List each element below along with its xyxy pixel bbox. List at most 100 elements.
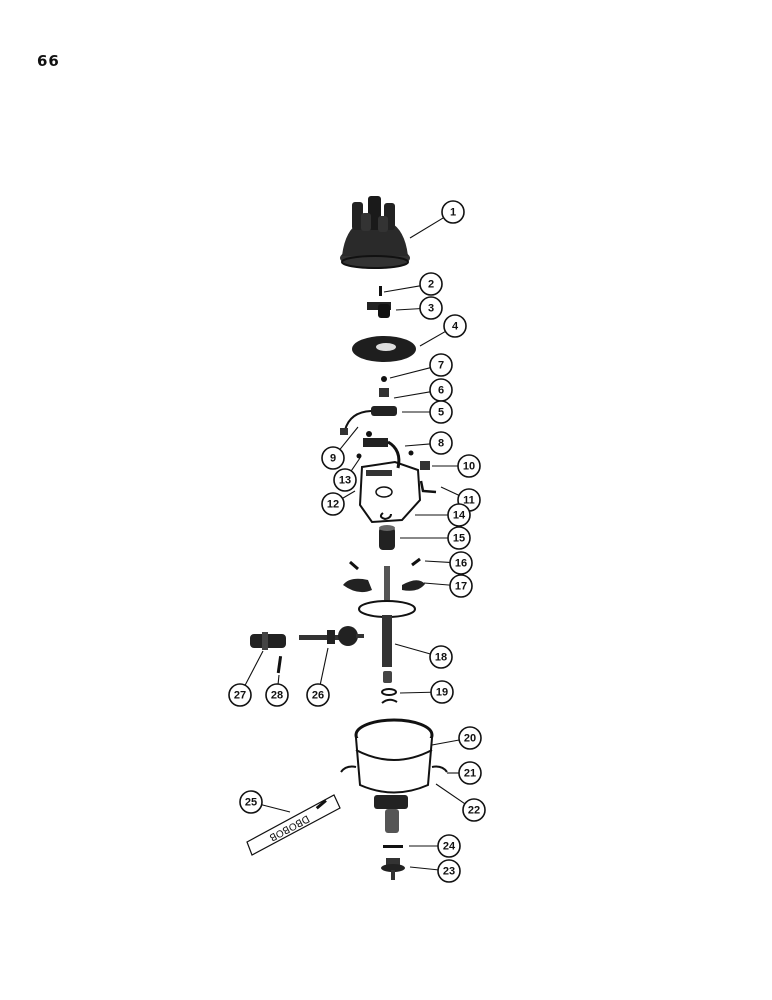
part-fitting — [250, 632, 286, 650]
callout-23: 23 — [437, 859, 461, 883]
callout-19: 19 — [430, 680, 454, 704]
svg-text:8: 8 — [438, 438, 444, 450]
callout-14: 14 — [447, 503, 471, 527]
callout-6: 6 — [429, 378, 453, 402]
svg-text:18: 18 — [435, 652, 447, 664]
part-distributor-cap — [340, 196, 410, 269]
part-condenser — [340, 406, 397, 435]
callout-12: 12 — [321, 492, 345, 516]
leader-line — [404, 443, 431, 447]
svg-text:6: 6 — [438, 385, 444, 397]
svg-text:10: 10 — [463, 461, 475, 473]
callout-21: 21 — [458, 761, 482, 785]
leader-line — [409, 217, 444, 239]
svg-text:12: 12 — [327, 499, 339, 511]
part-gear — [381, 858, 405, 880]
leader-line — [383, 285, 421, 293]
leader-line — [244, 650, 264, 686]
leader-line — [277, 674, 280, 685]
callout-8: 8 — [429, 431, 453, 455]
callout-28: 28 — [265, 683, 289, 707]
svg-text:28: 28 — [271, 690, 283, 702]
svg-text:24: 24 — [443, 841, 456, 853]
part-advance-weights — [343, 557, 425, 593]
leader-line — [435, 783, 466, 805]
callout-7: 7 — [429, 353, 453, 377]
callout-26: 26 — [306, 683, 330, 707]
svg-text:19: 19 — [436, 687, 448, 699]
part-shaft — [358, 566, 416, 683]
leader-line — [399, 691, 432, 694]
leader-line — [419, 330, 446, 347]
leader-line — [409, 866, 439, 871]
svg-text:2: 2 — [428, 279, 434, 291]
part-pin — [276, 655, 283, 674]
part-rotor — [367, 302, 391, 318]
part-drive-gear — [299, 626, 364, 646]
svg-text:17: 17 — [455, 581, 467, 593]
svg-text:25: 25 — [245, 797, 257, 809]
part-breaker-plate — [358, 460, 422, 524]
callout-5: 5 — [429, 400, 453, 424]
part-washer — [381, 688, 397, 696]
part-ring — [383, 845, 403, 848]
part-screw-7 — [381, 376, 387, 382]
leader-line — [423, 582, 451, 586]
callout-27: 27 — [228, 683, 252, 707]
svg-text:15: 15 — [453, 533, 465, 545]
part-dust-shield — [352, 336, 416, 362]
callout-16: 16 — [449, 551, 473, 575]
leader-line — [389, 367, 431, 379]
callout-2: 2 — [419, 272, 443, 296]
svg-text:26: 26 — [312, 690, 324, 702]
svg-text:23: 23 — [443, 866, 455, 878]
callout-3: 3 — [419, 296, 443, 320]
leader-line — [431, 739, 460, 746]
leader-line — [424, 560, 451, 563]
callout-20: 20 — [458, 726, 482, 750]
svg-text:5: 5 — [438, 407, 444, 419]
part-retainer — [379, 512, 392, 521]
leader-line — [261, 804, 291, 813]
svg-text:3: 3 — [428, 303, 434, 315]
callout-10: 10 — [457, 454, 481, 478]
part-clip-11 — [419, 480, 437, 494]
callout-18: 18 — [429, 645, 453, 669]
svg-text:7: 7 — [438, 360, 444, 372]
part-contact-set — [363, 431, 401, 469]
part-clamp-6 — [379, 388, 389, 397]
callout-9: 9 — [321, 446, 345, 470]
part-cam — [379, 525, 395, 550]
part-housing — [354, 718, 434, 833]
svg-text:9: 9 — [330, 453, 336, 465]
leader-line — [339, 426, 359, 450]
callout-17: 17 — [449, 574, 473, 598]
callout-4: 4 — [443, 314, 467, 338]
svg-text:22: 22 — [468, 805, 480, 817]
svg-text:11: 11 — [463, 495, 475, 507]
part-screw — [379, 286, 382, 296]
leader-line — [342, 490, 356, 499]
part-clip-10 — [420, 461, 430, 470]
svg-text:21: 21 — [464, 768, 476, 780]
callout-15: 15 — [447, 526, 471, 550]
svg-text:1: 1 — [450, 207, 456, 219]
part-screw-13 — [356, 453, 362, 459]
leader-line — [440, 486, 460, 496]
callout-24: 24 — [437, 834, 461, 858]
leader-line — [319, 647, 329, 685]
leader-line — [394, 643, 431, 655]
part-clip-21 — [431, 765, 448, 773]
callout-22: 22 — [462, 798, 486, 822]
svg-text:13: 13 — [339, 475, 351, 487]
svg-text:20: 20 — [464, 733, 476, 745]
svg-text:27: 27 — [234, 690, 246, 702]
callout-25: 25 — [239, 790, 263, 814]
svg-text:14: 14 — [453, 510, 466, 522]
page-number: 66 — [37, 52, 60, 70]
callout-1: 1 — [441, 200, 465, 224]
svg-text:4: 4 — [452, 321, 459, 333]
leader-line — [395, 308, 421, 311]
